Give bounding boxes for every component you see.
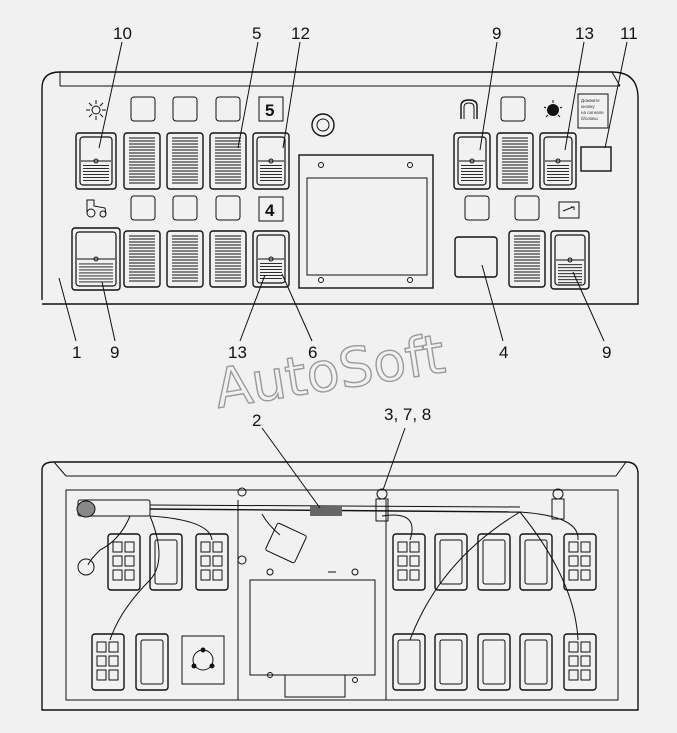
digit-box-upper: 5 (258, 96, 284, 122)
multi-pin-plug (261, 513, 307, 564)
rear-view (41, 461, 639, 711)
switch-connector (195, 533, 229, 591)
rocker-switch[interactable] (252, 132, 290, 190)
switch-group (71, 132, 590, 291)
sun-icon (86, 100, 106, 120)
digit-upper: 5 (265, 101, 274, 120)
leader-lines-top (58, 41, 628, 342)
blank-switch[interactable] (508, 230, 546, 288)
digit-box-lower: 4 (258, 196, 284, 222)
switch-connector (392, 533, 426, 591)
three-pin-socket (181, 635, 225, 685)
blank-switch[interactable] (496, 132, 534, 190)
empty-switch-socket (477, 633, 511, 691)
rocker-switch[interactable] (453, 132, 491, 190)
switch-connector (563, 533, 597, 591)
sticker-line: Дожмите (581, 98, 600, 103)
rocker-switch[interactable] (539, 132, 577, 190)
display-window (298, 154, 434, 289)
door-icon (460, 99, 478, 119)
empty-switch-socket (477, 533, 511, 591)
rocker-switch[interactable] (252, 230, 290, 288)
callout-label: 11 (620, 24, 638, 43)
small-indicator-lamp (580, 146, 612, 172)
sticker-line: кнопку (581, 104, 595, 109)
sticker-line: б/ссвеш (581, 116, 598, 121)
callout-label: 13 (575, 24, 594, 43)
indicator-row-top (130, 96, 526, 122)
leader-lines-bottom (261, 427, 406, 509)
callouts-top: 10 5 12 9 13 11 1 9 13 6 4 9 (72, 24, 638, 362)
empty-switch-socket (519, 633, 553, 691)
callout-label: 9 (492, 24, 501, 43)
callout-label: 9 (110, 343, 119, 362)
key-icon (558, 201, 580, 219)
digit-lower: 4 (265, 201, 275, 220)
callout-label: 9 (602, 343, 611, 362)
indicator-row-bottom (130, 195, 540, 221)
rocker-switch[interactable] (550, 230, 590, 290)
callout-label: 5 (252, 24, 261, 43)
switch-connector (107, 533, 141, 591)
rocker-switch[interactable] (75, 132, 117, 190)
callout-label: 10 (113, 24, 132, 43)
blank-switch[interactable] (166, 230, 204, 288)
blank-switch[interactable] (123, 132, 161, 190)
empty-switch-socket (392, 633, 426, 691)
empty-switch-socket (149, 533, 183, 591)
blank-switch[interactable] (166, 132, 204, 190)
callout-label: 3, 7, 8 (384, 405, 431, 424)
callouts-bottom: 2 3, 7, 8 (252, 405, 431, 430)
callout-label: 6 (308, 343, 317, 362)
switch-connector (563, 633, 597, 691)
callout-label: 4 (499, 343, 508, 362)
cable-clip (375, 488, 389, 522)
connector-group (91, 533, 597, 691)
rear-panel-outline (41, 461, 639, 711)
warning-lamp-icon (543, 100, 563, 118)
callout-label: 1 (72, 343, 81, 362)
tractor-icon (86, 199, 107, 218)
empty-switch-socket (519, 533, 553, 591)
sticker-line: на сигнале (581, 110, 604, 115)
rocker-switch[interactable] (71, 227, 121, 291)
callout-label: 13 (228, 343, 247, 362)
empty-switch-socket (434, 533, 468, 591)
front-view: Дожмите кнопку на сигнале б/ссвеш 5 4 (41, 71, 639, 305)
blank-switch[interactable] (209, 230, 247, 288)
blank-plug (454, 236, 498, 278)
switch-connector (91, 633, 125, 691)
instruction-sticker: Дожмите кнопку на сигнале б/ссвеш (577, 93, 609, 129)
blank-switch[interactable] (209, 132, 247, 190)
callout-label: 2 (252, 411, 261, 430)
callout-label: 12 (291, 24, 310, 43)
cable-clip (551, 488, 565, 520)
round-knob (311, 113, 335, 137)
empty-switch-socket (135, 633, 169, 691)
empty-switch-socket (434, 633, 468, 691)
blank-switch[interactable] (123, 230, 161, 288)
